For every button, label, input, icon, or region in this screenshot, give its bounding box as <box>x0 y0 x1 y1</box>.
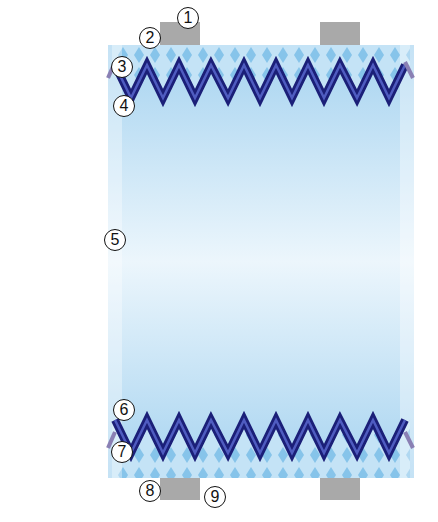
callout-number: 5 <box>104 229 126 251</box>
diamond-layer <box>112 45 410 98</box>
side-seal <box>405 432 413 448</box>
diamond-layer <box>112 420 410 478</box>
callout-number: 3 <box>111 56 133 78</box>
callout-number: 1 <box>177 7 199 29</box>
tab <box>320 477 360 500</box>
callout-number: 9 <box>204 486 226 508</box>
callout-number: 4 <box>113 95 135 117</box>
zigzag-layer <box>115 420 405 453</box>
tab <box>160 477 200 500</box>
zigzag-layer <box>115 65 405 98</box>
membrane-body <box>108 45 414 478</box>
callout-number: 8 <box>139 480 161 502</box>
callout-number: 2 <box>139 27 161 49</box>
edge-strip <box>400 45 414 478</box>
side-seal <box>405 62 413 78</box>
callout-number: 6 <box>113 399 135 421</box>
zigzag-layer <box>115 65 405 98</box>
tab <box>320 22 360 46</box>
zigzag-layer <box>115 420 405 453</box>
callout-number: 7 <box>111 441 133 463</box>
